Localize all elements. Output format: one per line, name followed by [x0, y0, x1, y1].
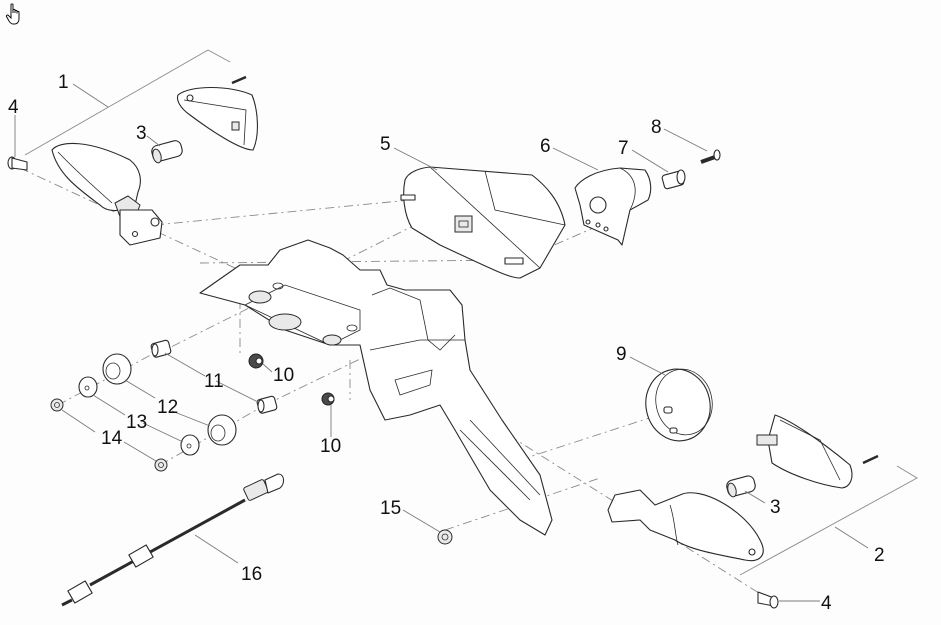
callout-1: 1 — [58, 72, 69, 93]
part-4-screw-right[interactable] — [757, 591, 779, 609]
callout-3-right: 3 — [770, 497, 781, 518]
part-1-left-indicator[interactable] — [51, 75, 258, 246]
callout-3-left: 3 — [136, 123, 147, 144]
callout-labels: 1 2 3 3 4 4 5 6 7 8 9 10 10 11 12 13 14 … — [8, 72, 885, 614]
part-4-screw-left[interactable] — [7, 156, 28, 171]
callout-7: 7 — [618, 138, 629, 159]
callout-12: 12 — [157, 397, 178, 418]
part-10-nut-lower[interactable] — [321, 392, 335, 406]
part-5-license-plate-light[interactable] — [400, 166, 566, 279]
part-9-reflector[interactable] — [639, 363, 718, 447]
part-11-bushing-upper[interactable] — [150, 339, 172, 358]
part-3-bulb-right[interactable] — [725, 475, 756, 498]
part-14-nut-lower[interactable] — [154, 458, 168, 472]
part-6-light-bracket[interactable] — [574, 167, 652, 246]
license-plate-holder[interactable] — [199, 239, 553, 536]
callout-2: 2 — [874, 545, 885, 566]
part-7-spacer[interactable] — [661, 169, 686, 190]
part-14-nut-upper[interactable] — [50, 398, 64, 412]
callout-16: 16 — [241, 564, 262, 585]
callout-4-right: 4 — [821, 593, 832, 614]
callout-4-left: 4 — [8, 97, 19, 118]
callout-10-upper: 10 — [273, 365, 294, 386]
callout-5: 5 — [380, 134, 391, 155]
assembly-bracket-1 — [24, 49, 231, 156]
part-12-grommet-lower[interactable] — [207, 414, 237, 446]
part-2-right-indicator[interactable] — [607, 414, 879, 562]
part-11-bushing-lower[interactable] — [256, 395, 278, 414]
part-8-bolt[interactable] — [700, 149, 721, 164]
part-15-flange-nut[interactable] — [437, 529, 453, 545]
leader-lines — [14, 83, 869, 602]
part-13-washer-lower[interactable] — [180, 434, 200, 456]
callout-13: 13 — [126, 412, 147, 433]
part-3-bulb-left[interactable] — [150, 139, 183, 164]
callout-8: 8 — [651, 117, 662, 138]
part-10-nut-upper[interactable] — [248, 353, 264, 369]
callout-11: 11 — [204, 371, 224, 392]
callout-10-lower: 10 — [320, 436, 341, 457]
callout-9: 9 — [616, 344, 627, 365]
callout-15: 15 — [380, 498, 401, 519]
part-13-washer-upper[interactable] — [78, 376, 98, 398]
part-16-wiring-harness[interactable] — [61, 473, 285, 607]
part-12-grommet-upper[interactable] — [102, 353, 132, 385]
hand-pointer-icon — [5, 3, 20, 25]
assembly-bracket-2 — [739, 465, 918, 576]
callout-6: 6 — [540, 136, 551, 157]
callout-14: 14 — [101, 428, 123, 449]
